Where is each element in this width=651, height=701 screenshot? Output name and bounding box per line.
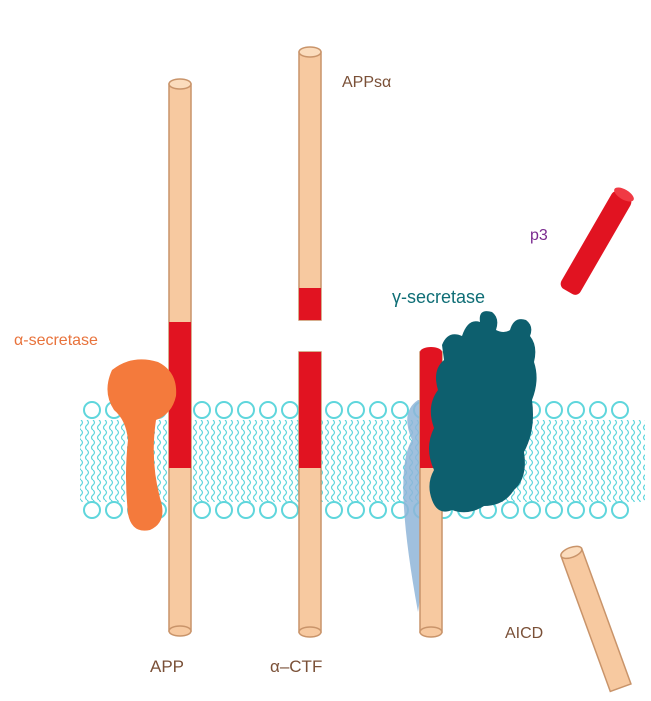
lipid-head bbox=[348, 502, 364, 518]
lipid-head bbox=[568, 402, 584, 418]
app-rod-bottom-cap bbox=[169, 626, 191, 636]
lipid-head bbox=[392, 402, 408, 418]
gamma-secretase-label: γ-secretase bbox=[392, 287, 485, 307]
lipid-head bbox=[194, 402, 210, 418]
lipid-head bbox=[282, 502, 298, 518]
aicd-label: AICD bbox=[505, 625, 543, 642]
lipid-tails bbox=[80, 420, 645, 502]
lipid-head bbox=[194, 502, 210, 518]
aicd-fragment bbox=[559, 544, 631, 692]
app-label: APP bbox=[150, 657, 184, 676]
lipid-head bbox=[84, 402, 100, 418]
lipid-head bbox=[502, 502, 518, 518]
lipid-head bbox=[260, 502, 276, 518]
lipid-head bbox=[216, 502, 232, 518]
alpha-ctf-bottom-cap bbox=[299, 627, 321, 637]
alpha-ctf-label: α–CTF bbox=[270, 657, 322, 676]
lipid-head bbox=[326, 402, 342, 418]
lipid-head bbox=[590, 502, 606, 518]
lipid-head bbox=[568, 502, 584, 518]
gamma-secretase-complex bbox=[429, 311, 537, 512]
lipid-head bbox=[612, 502, 628, 518]
appsalpha-top-cap bbox=[299, 47, 321, 57]
alpha-secretase-label: α-secretase bbox=[14, 332, 98, 349]
lipid-head bbox=[546, 502, 562, 518]
lipid-head bbox=[370, 502, 386, 518]
lipid-head bbox=[524, 502, 540, 518]
lipid-head bbox=[282, 402, 298, 418]
lipid-head bbox=[326, 502, 342, 518]
abeta-region-ctf bbox=[299, 352, 321, 468]
lipid-head bbox=[238, 402, 254, 418]
appsalpha-label: APPsα bbox=[342, 74, 391, 91]
lipid-head bbox=[238, 502, 254, 518]
lipid-head bbox=[370, 402, 386, 418]
lipid-head bbox=[348, 402, 364, 418]
app-rod bbox=[169, 79, 191, 636]
app-rod-top-cap bbox=[169, 79, 191, 89]
alpha-ctf-rod bbox=[299, 47, 321, 637]
lipid-head bbox=[546, 402, 562, 418]
lipid-head bbox=[612, 402, 628, 418]
lipid-head bbox=[84, 502, 100, 518]
lipid-head bbox=[590, 402, 606, 418]
gamma-rod-bottom-cap bbox=[420, 627, 442, 637]
p3-label: p3 bbox=[530, 227, 548, 244]
lipid-bilayer bbox=[80, 402, 645, 518]
lipid-head bbox=[260, 402, 276, 418]
lipid-head bbox=[106, 502, 122, 518]
appsalpha-fragment bbox=[299, 52, 321, 320]
lipid-heads-inner bbox=[84, 502, 628, 518]
appsalpha-red-tip bbox=[299, 288, 321, 320]
p3-fragment bbox=[558, 185, 636, 297]
lipid-head bbox=[216, 402, 232, 418]
